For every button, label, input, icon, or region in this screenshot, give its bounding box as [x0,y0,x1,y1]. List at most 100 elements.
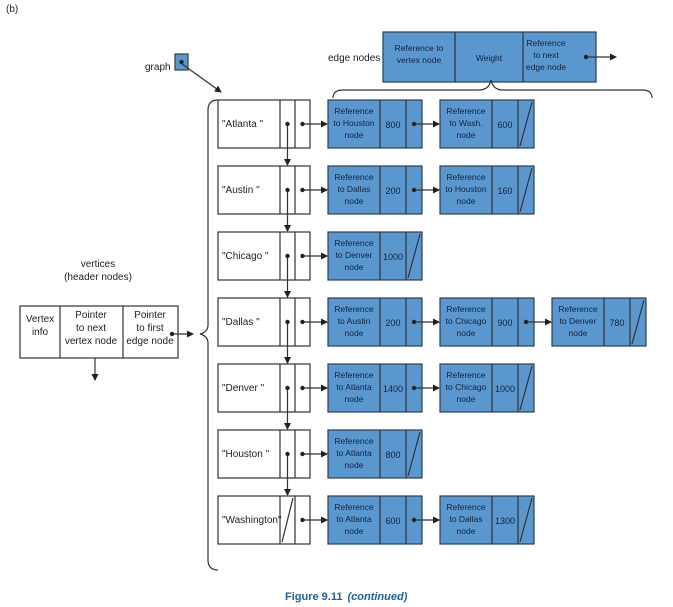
edge-reference-line-3: node [345,196,364,206]
edge-reference-line-3: node [345,394,364,404]
edge-node: Reference to Atlanta node 800 [327,429,423,479]
edge-reference-line-1: Reference [446,106,485,116]
edge-node: Reference to Atlanta node 1400 [327,363,440,413]
edge-weight: 200 [385,186,400,196]
figure-number: Figure 9.11 [285,591,342,603]
edge-reference-line-2: to Atlanta [336,382,372,392]
edge-weight: 1000 [495,384,515,394]
null-edge-slash [407,431,421,477]
legend-ref-next-line-3: edge node [526,62,566,72]
edge-reference-line-3: node [457,328,476,338]
edge-weight: 1300 [495,516,515,526]
edge-node: Reference to Houston node 160 [439,165,535,215]
edge-reference-line-1: Reference [334,304,373,314]
null-edge-slash [631,299,645,345]
edge-weight: 800 [385,450,400,460]
legend-ref-next-line-2: to next [533,50,559,60]
edge-reference-line-1: Reference [334,502,373,512]
edge-node: Reference to Atlanta node 600 [327,495,440,545]
vertex-name: "Atlanta " [222,119,263,130]
edge-weight: 160 [497,186,512,196]
header-first-line-2: to first [136,323,163,334]
next-edge-dot [411,517,417,523]
vertex-name: "Chicago " [222,251,269,262]
first-edge-dot [300,253,305,259]
edge-reference-line-3: node [345,526,364,536]
edge-weight: 200 [385,318,400,328]
vertex-name: "Dallas " [222,317,260,328]
graph-pointer-arrow [181,63,222,93]
edge-weight: 1400 [383,384,403,394]
edge-reference-line-1: Reference [446,370,485,380]
edge-weight: 600 [497,120,512,130]
vertex-name: "Austin " [222,185,260,196]
edge-reference-line-3: node [457,130,476,140]
edge-weight: 600 [385,516,400,526]
edge-reference-line-3: node [457,394,476,404]
next-vertex-dot [285,187,290,193]
edge-weight: 800 [385,120,400,130]
header-first-line-1: Pointer [134,310,166,321]
header-node-legend: Vertex info Pointer to next vertex node … [19,305,194,381]
first-edge-dot [300,517,305,523]
edge-reference-line-1: Reference [446,172,485,182]
edge-reference-line-3: node [345,262,364,272]
header-info-line-1: Vertex [26,314,54,325]
edge-reference-line-2: to Atlanta [336,514,372,524]
edge-reference-line-2: to Houston [445,184,486,194]
legend-ref-vertex-line-2: vertex node [397,55,442,65]
next-vertex-dot [285,319,290,325]
edge-reference-line-2: to Dallas [449,514,482,524]
edge-reference-line-3: node [345,328,364,338]
first-edge-dot [300,319,305,325]
vertices-caption-line-1: vertices [81,259,115,270]
edge-reference-line-2: to Wash. [449,118,482,128]
vertex-row-washington: "Washington" Reference to Atlanta node 600Re… [217,495,535,545]
corner-label: (b) [6,4,18,15]
null-next-slash [281,497,294,543]
vertex-name: "Washington" [222,515,282,526]
edge-reference-line-3: node [457,526,476,536]
edge-reference-line-3: node [345,460,364,470]
edge-reference-line-1: Reference [334,370,373,380]
next-vertex-dot [285,385,290,391]
legend-next-dot [583,54,589,60]
vertex-row-dallas: "Dallas " Reference to Austin node 200 Refere… [217,297,647,364]
edge-reference-line-1: Reference [334,172,373,182]
legend-ref-vertex-line-1: Reference to [395,43,444,53]
edge-reference-line-2: to Chicago [446,316,487,326]
edge-reference-line-1: Reference [334,436,373,446]
edge-reference-line-1: Reference [558,304,597,314]
next-edge-dot [411,319,417,325]
edge-reference-line-2: to Austin [338,316,371,326]
figure-caption: Figure 9.11(continued) [285,591,408,603]
edge-weight: 780 [609,318,624,328]
header-info-line-2: info [32,327,49,338]
edge-reference-line-1: Reference [334,106,373,116]
edge-node: Reference to Wash. node 600 [439,99,535,149]
edge-reference-line-3: node [457,196,476,206]
next-edge-dot [411,121,417,127]
edge-reference-line-2: to Chicago [446,382,487,392]
vertex-row-houston: "Houston " Reference to Atlanta node 800 [217,429,423,496]
edge-reference-line-2: to Atlanta [336,448,372,458]
edge-reference-line-1: Reference [446,304,485,314]
next-vertex-dot [285,253,290,259]
vertex-name: "Houston " [222,449,270,460]
vertices-caption-line-2: (header nodes) [64,272,132,283]
first-edge-dot [300,121,305,127]
next-vertex-dot [285,451,290,457]
edge-reference-line-3: node [569,328,588,338]
edge-list-brace [332,79,653,99]
edge-reference-line-2: to Denver [336,250,373,260]
